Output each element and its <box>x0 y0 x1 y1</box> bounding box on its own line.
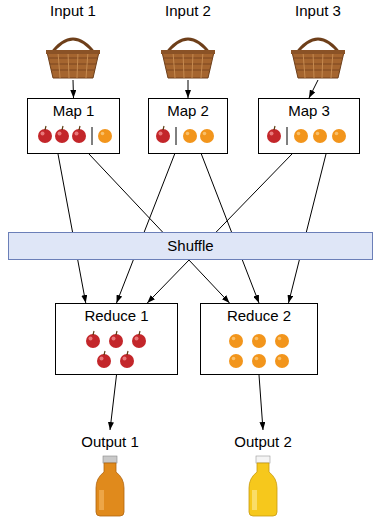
node-label: Output 1 <box>75 430 145 451</box>
node-label: Shuffle <box>9 233 372 259</box>
basket-2 <box>161 39 215 78</box>
reduce-box: Reduce 2 <box>200 303 318 375</box>
input-basket: Input 1 <box>38 2 108 80</box>
map-2-fruit <box>156 126 214 145</box>
map-box: Map 2 <box>148 98 228 154</box>
flow-arrow <box>110 375 117 430</box>
flow-arrow <box>289 154 327 303</box>
reduce-box: Reduce 1 <box>55 303 178 375</box>
flow-arrow <box>73 80 75 98</box>
flow-arrow <box>259 375 263 430</box>
node-label: Map 2 <box>149 99 227 120</box>
node-label: Output 2 <box>228 430 298 451</box>
output-bottle: Output 2 <box>228 430 298 518</box>
juice-bottle-1 <box>96 456 124 516</box>
reduce-1-apples <box>86 331 146 368</box>
input-basket: Input 3 <box>283 2 353 80</box>
input-basket: Input 2 <box>153 2 223 80</box>
node-label: Reduce 1 <box>56 304 177 325</box>
flow-arrow <box>89 154 230 303</box>
flow-arrow <box>309 80 318 98</box>
reduce-2-oranges <box>229 334 289 368</box>
flow-arrow <box>117 154 175 303</box>
flow-arrow <box>58 154 86 303</box>
flow-arrow <box>147 154 292 303</box>
map-3-fruit <box>267 126 346 145</box>
map-1-fruit <box>38 126 112 145</box>
map-box: Map 1 <box>27 98 120 154</box>
juice-bottle-2 <box>249 456 277 516</box>
shuffle-band: Shuffle <box>8 232 373 260</box>
flow-arrow <box>188 80 189 98</box>
node-label: Map 3 <box>259 99 359 120</box>
node-label: Reduce 2 <box>201 304 317 325</box>
output-bottle: Output 1 <box>75 430 145 518</box>
basket-3 <box>291 39 345 78</box>
node-label: Input 1 <box>38 2 108 20</box>
flow-arrow <box>201 154 259 303</box>
node-label: Map 1 <box>28 99 119 120</box>
node-label: Input 2 <box>153 2 223 20</box>
node-label: Input 3 <box>283 2 353 20</box>
map-box: Map 3 <box>258 98 360 154</box>
basket-1 <box>46 39 100 78</box>
